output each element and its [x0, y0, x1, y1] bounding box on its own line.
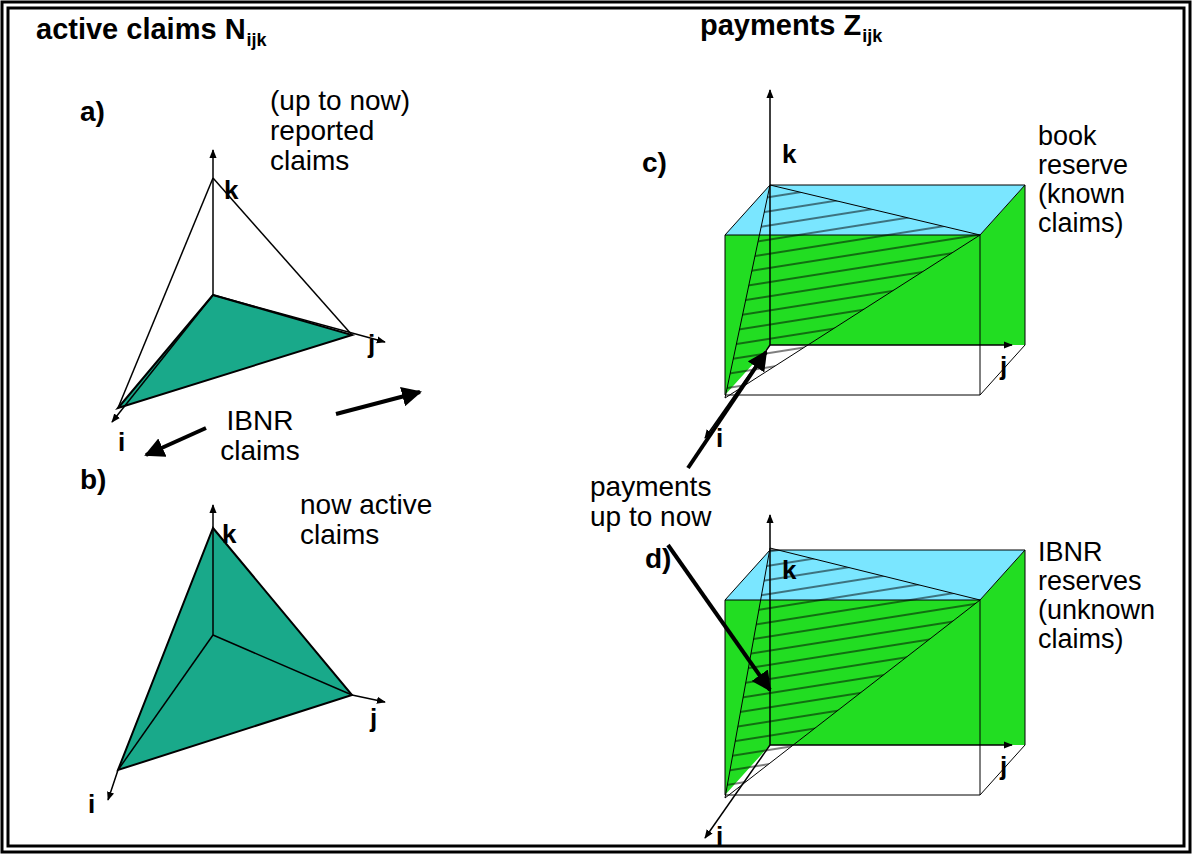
axis-label: j [368, 330, 375, 358]
panel-letter: c) [642, 148, 667, 178]
panel-d [705, 515, 1025, 838]
panel-letter: d) [645, 544, 671, 574]
axis-label: i [88, 790, 95, 818]
heading: payments Z [700, 10, 861, 41]
heading: active claims N [36, 14, 246, 45]
pointer-arrow [668, 545, 770, 690]
axis-label: k [782, 556, 796, 584]
annotation: IBNR reserves (unknown claims) [1038, 538, 1178, 655]
annotation: IBNR claims [205, 406, 315, 466]
annotation: (up to now) reported claims [270, 86, 440, 177]
axis-label: j [1000, 752, 1007, 780]
axis-label: j [1000, 352, 1007, 380]
subscript: ijk [862, 27, 882, 46]
subscript: ijk [247, 31, 267, 50]
panel-letter: a) [80, 97, 105, 127]
panel-letter: b) [80, 465, 106, 495]
axis-label: j [370, 704, 377, 732]
axis-label: i [716, 424, 723, 452]
panel-c [705, 90, 1025, 438]
axis-label: k [224, 176, 238, 204]
pointer-arrow [688, 352, 766, 468]
axis-label: k [782, 140, 796, 168]
axis-label: i [118, 428, 125, 456]
annotation: now active claims [300, 490, 460, 550]
annotation: payments up to now [590, 472, 740, 532]
inner-frame [8, 8, 1184, 846]
annotation: book reserve (known claims) [1038, 122, 1178, 239]
axis-label: k [222, 520, 236, 548]
axis-label: i [716, 822, 723, 850]
